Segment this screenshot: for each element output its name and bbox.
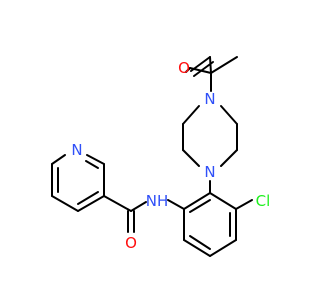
atom-label-o-amide: O <box>125 234 137 252</box>
bond-pyr-5 <box>51 195 79 212</box>
bond-c-pyridine <box>103 195 132 212</box>
bond-c-cl <box>235 199 253 210</box>
bond-c-o-2 <box>193 61 214 77</box>
bonds <box>51 56 253 257</box>
bond-pip-3 <box>182 149 200 167</box>
bond-ethyl-1 <box>210 56 238 74</box>
bond-pyr-2-inner <box>85 160 99 169</box>
chemical-structure-diagram: O N N N NH O Cl <box>51 56 270 257</box>
bond-pip-1 <box>182 105 200 125</box>
bond-benz-6-inner <box>189 199 211 213</box>
atom-label-o-ketone: O <box>178 59 190 77</box>
bond-benz-1 <box>209 192 237 210</box>
bond-pyr-2 <box>86 154 105 165</box>
bond-benz-3 <box>209 239 237 257</box>
bond-benz-6 <box>183 192 211 210</box>
bond-ketone-double-1 <box>185 67 191 73</box>
atom-label-nh-amide: NH <box>146 192 169 210</box>
atom-label-n-pyridine: N <box>71 141 82 159</box>
bond-benz-4 <box>183 239 211 257</box>
bond-pyr-6-inner <box>77 191 99 205</box>
atom-label-cl: Cl <box>256 192 271 210</box>
atom-label-n-piperazine-top: N <box>204 90 215 108</box>
bond-nh-c <box>130 201 147 212</box>
bond-pip-6 <box>220 105 238 125</box>
bond-c-o-1 <box>190 56 211 72</box>
bond-aryl-nh <box>167 199 185 210</box>
bond-benz-4-inner <box>189 235 211 250</box>
atom-labels: O N N N NH O Cl <box>71 59 270 252</box>
bond-pyr-3 <box>51 154 66 165</box>
atom-label-n-piperazine-bottom: N <box>204 163 215 181</box>
bond-pyr-6 <box>77 195 105 212</box>
bond-pip-4 <box>220 149 238 167</box>
